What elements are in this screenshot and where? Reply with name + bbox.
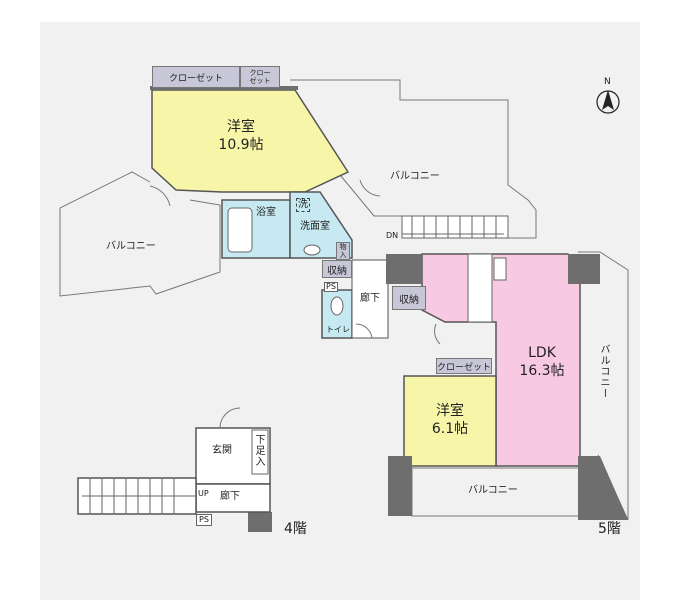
door-arc-hall xyxy=(355,323,373,339)
north-label: N xyxy=(604,77,611,87)
bedroom1-label: 洋室 10.9帖 xyxy=(205,118,277,154)
stair-5f xyxy=(401,215,509,239)
shoe-cabinet xyxy=(251,429,269,475)
bath-label: 浴室 xyxy=(256,207,276,218)
bedroom2-label: 洋室 6.1帖 xyxy=(414,402,486,438)
ldk-label: LDK 16.3帖 xyxy=(506,344,578,380)
washroom-area xyxy=(289,191,353,259)
hall4-area xyxy=(195,483,271,513)
closet1-box: クローゼット xyxy=(152,66,240,88)
shoe-label: 下足入 xyxy=(253,434,264,467)
ps-marker-4f: PS xyxy=(196,514,212,526)
hall5-label: 廊下 xyxy=(360,293,380,304)
floor4-label: 4階 xyxy=(284,521,307,537)
kitchen-counter xyxy=(467,253,493,323)
door-arc-bedroom1 xyxy=(149,185,171,207)
column-bottom-right xyxy=(578,456,628,520)
north-arrow-icon xyxy=(596,90,620,114)
up-marker: UP xyxy=(198,489,209,498)
bedroom2-size: 6.1帖 xyxy=(431,421,469,437)
door-arc-balcony-top xyxy=(359,179,381,197)
bedroom2-area xyxy=(403,375,497,467)
closet-band xyxy=(150,86,298,90)
hall5-area xyxy=(351,259,389,339)
balcony-bottom-label: バルコニー xyxy=(468,485,518,496)
column-ldk-left xyxy=(386,254,422,284)
column-bottom-left xyxy=(388,456,412,516)
ps-marker-5f: PS xyxy=(324,282,338,292)
closet3-box: クローゼット xyxy=(436,358,492,374)
toilet-bowl xyxy=(330,296,344,316)
ldk-size: 16.3帖 xyxy=(519,363,565,379)
closet2-box: クロー ゼット xyxy=(240,66,280,88)
column-ldk-right xyxy=(568,254,600,284)
toilet-label: トイレ xyxy=(326,325,350,334)
floor5-label: 5階 xyxy=(598,521,621,537)
storage2-box: 収納 xyxy=(392,286,426,310)
door-arc-ldk xyxy=(434,323,441,345)
hall4-label: 廊下 xyxy=(220,491,240,502)
washroom-label: 洗面室 xyxy=(300,221,330,232)
bedroom1-area xyxy=(151,89,350,193)
bedroom1-size: 10.9帖 xyxy=(218,137,264,153)
ldk-name: LDK xyxy=(528,345,556,361)
balcony-right-label: バルコニー xyxy=(598,344,609,399)
kitchen-fridge xyxy=(493,257,507,281)
dn-marker: DN xyxy=(386,231,399,240)
bedroom1-name: 洋室 xyxy=(227,119,255,135)
wash-mark: 洗 xyxy=(296,198,310,212)
column-4f xyxy=(248,512,272,532)
bathtub xyxy=(227,207,253,253)
bedroom2-name: 洋室 xyxy=(436,403,464,419)
balcony-left-label: バルコニー xyxy=(106,241,156,252)
storage1-box: 収納 xyxy=(322,260,352,278)
entrance-label: 玄関 xyxy=(212,445,232,456)
monoire-box: 物入 xyxy=(336,242,350,260)
washbasin xyxy=(303,244,321,256)
balcony-top-label: バルコニー xyxy=(390,171,440,182)
door-arc-entrance xyxy=(219,407,241,429)
balcony-left-outline xyxy=(59,171,221,297)
